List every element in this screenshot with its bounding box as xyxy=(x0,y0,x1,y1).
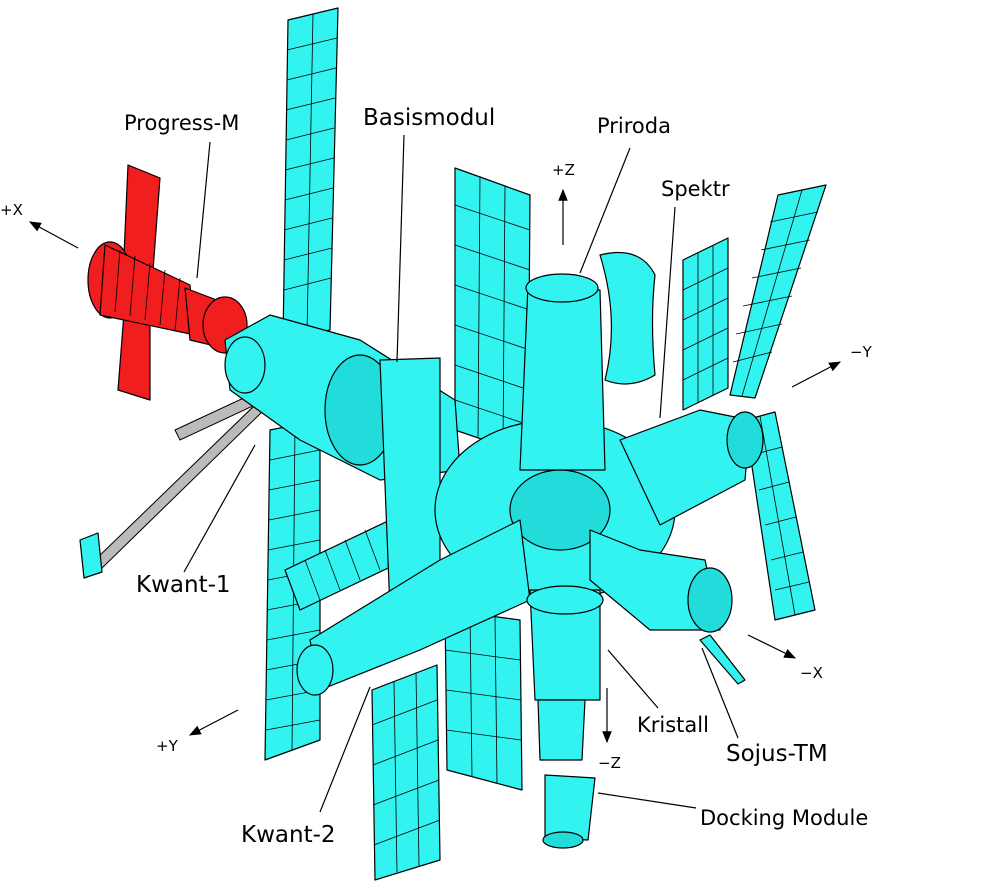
spektr-solar-array-right-upper xyxy=(729,184,827,399)
kwant-2-module xyxy=(296,519,531,696)
label-priroda: Priroda xyxy=(597,114,671,138)
axis-labels: +X +Z −Y −X +Y −Z xyxy=(0,161,873,772)
central-solar-array xyxy=(454,167,531,456)
label-docking-module: Docking Module xyxy=(700,806,868,830)
docking-module xyxy=(537,699,596,849)
label-kristall: Kristall xyxy=(637,713,709,737)
kristall-solar-array xyxy=(444,609,523,791)
axis-label-minus-z: −Z xyxy=(598,754,621,772)
axis-label-minus-x: −X xyxy=(800,664,823,682)
labels: Progress-M Basismodul Priroda Spektr Kwa… xyxy=(124,105,868,848)
plus-y-arrow xyxy=(188,709,239,736)
label-spektr: Spektr xyxy=(661,177,730,201)
label-basismodul: Basismodul xyxy=(363,105,495,131)
axis-label-plus-y: +Y xyxy=(156,737,179,755)
axis-label-plus-z: +Z xyxy=(552,161,575,179)
spektr-solar-array-right-lower xyxy=(744,411,816,621)
kristall-module xyxy=(526,585,604,701)
basismodul-body xyxy=(224,314,461,611)
kwant-2-solar-array xyxy=(371,664,441,881)
axis-label-minus-y: −Y xyxy=(850,343,873,361)
plus-x-arrow xyxy=(28,221,79,249)
priroda-module xyxy=(519,251,656,471)
minus-y-arrow xyxy=(791,361,842,388)
spektr-solar-array-left xyxy=(682,237,729,411)
label-kwant-2: Kwant-2 xyxy=(241,822,336,848)
label-sojus-tm: Sojus-TM xyxy=(726,741,828,767)
sojus-tm-spacecraft xyxy=(589,529,746,685)
label-progress-m: Progress-M xyxy=(124,111,239,135)
leader-lines xyxy=(183,134,739,813)
axis-arrows xyxy=(28,188,842,744)
axis-label-plus-x: +X xyxy=(0,201,23,219)
kwant-1-truss xyxy=(79,394,263,579)
spektr-module xyxy=(619,409,764,526)
label-kwant-1: Kwant-1 xyxy=(136,572,231,598)
progress-m-spacecraft xyxy=(87,164,248,401)
minus-x-arrow xyxy=(747,634,797,659)
basismodul-solar-array-upper xyxy=(282,7,339,341)
